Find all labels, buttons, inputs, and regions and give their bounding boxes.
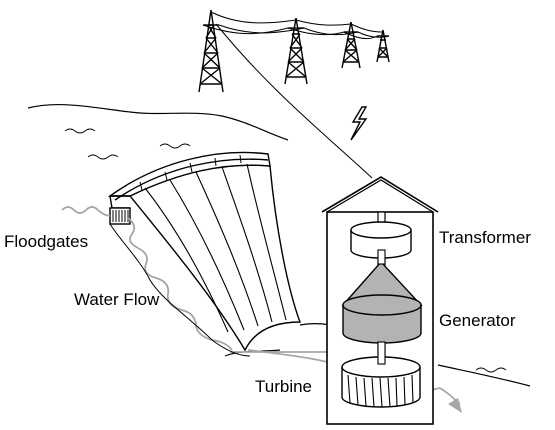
riverbank-right-line <box>437 364 531 387</box>
powerhouse-roof-inner <box>326 179 434 213</box>
ripple <box>475 367 507 373</box>
dam <box>107 151 302 352</box>
water-flow-line <box>109 223 251 357</box>
transmission-line-to-powerhouse <box>215 23 373 179</box>
label-generator: Generator <box>439 311 516 330</box>
water-intake-wave <box>61 206 111 217</box>
label-water-flow: Water Flow <box>74 290 160 309</box>
lightning-bolt-icon <box>350 106 368 141</box>
water-ripples <box>64 128 507 373</box>
dam-crest-top <box>109 195 130 209</box>
transformer-top <box>350 221 412 239</box>
power-line <box>202 24 378 40</box>
turbine <box>341 356 421 408</box>
penstock-wave <box>127 217 233 351</box>
turbine-blades <box>347 374 414 408</box>
transformer <box>350 221 412 259</box>
dam-crest-ticks <box>139 154 242 191</box>
generator <box>341 260 423 344</box>
dam-segments <box>144 163 287 333</box>
shaft-segment <box>377 341 386 365</box>
floodgates-structure <box>109 207 131 225</box>
generator-rim <box>342 294 422 316</box>
shaft-segment <box>377 249 386 265</box>
label-turbine: Turbine <box>255 377 312 396</box>
power-line <box>218 24 390 38</box>
ripple <box>87 154 119 160</box>
power-tower-4 <box>376 29 390 63</box>
power-tower-3 <box>341 21 361 69</box>
ripple <box>64 128 96 134</box>
dam-crest <box>107 151 271 197</box>
power-tower-1 <box>198 9 224 93</box>
label-transformer: Transformer <box>439 228 531 247</box>
transmission-towers <box>198 9 390 179</box>
lake-shore-line <box>27 104 289 141</box>
dam-crest-line <box>114 158 269 201</box>
flow-arrowhead <box>448 398 462 413</box>
ripple <box>159 143 191 149</box>
dam-face <box>128 164 302 352</box>
power-line <box>210 11 384 33</box>
powerhouse-roof <box>321 176 439 213</box>
label-floodgates: Floodgates <box>4 232 88 251</box>
